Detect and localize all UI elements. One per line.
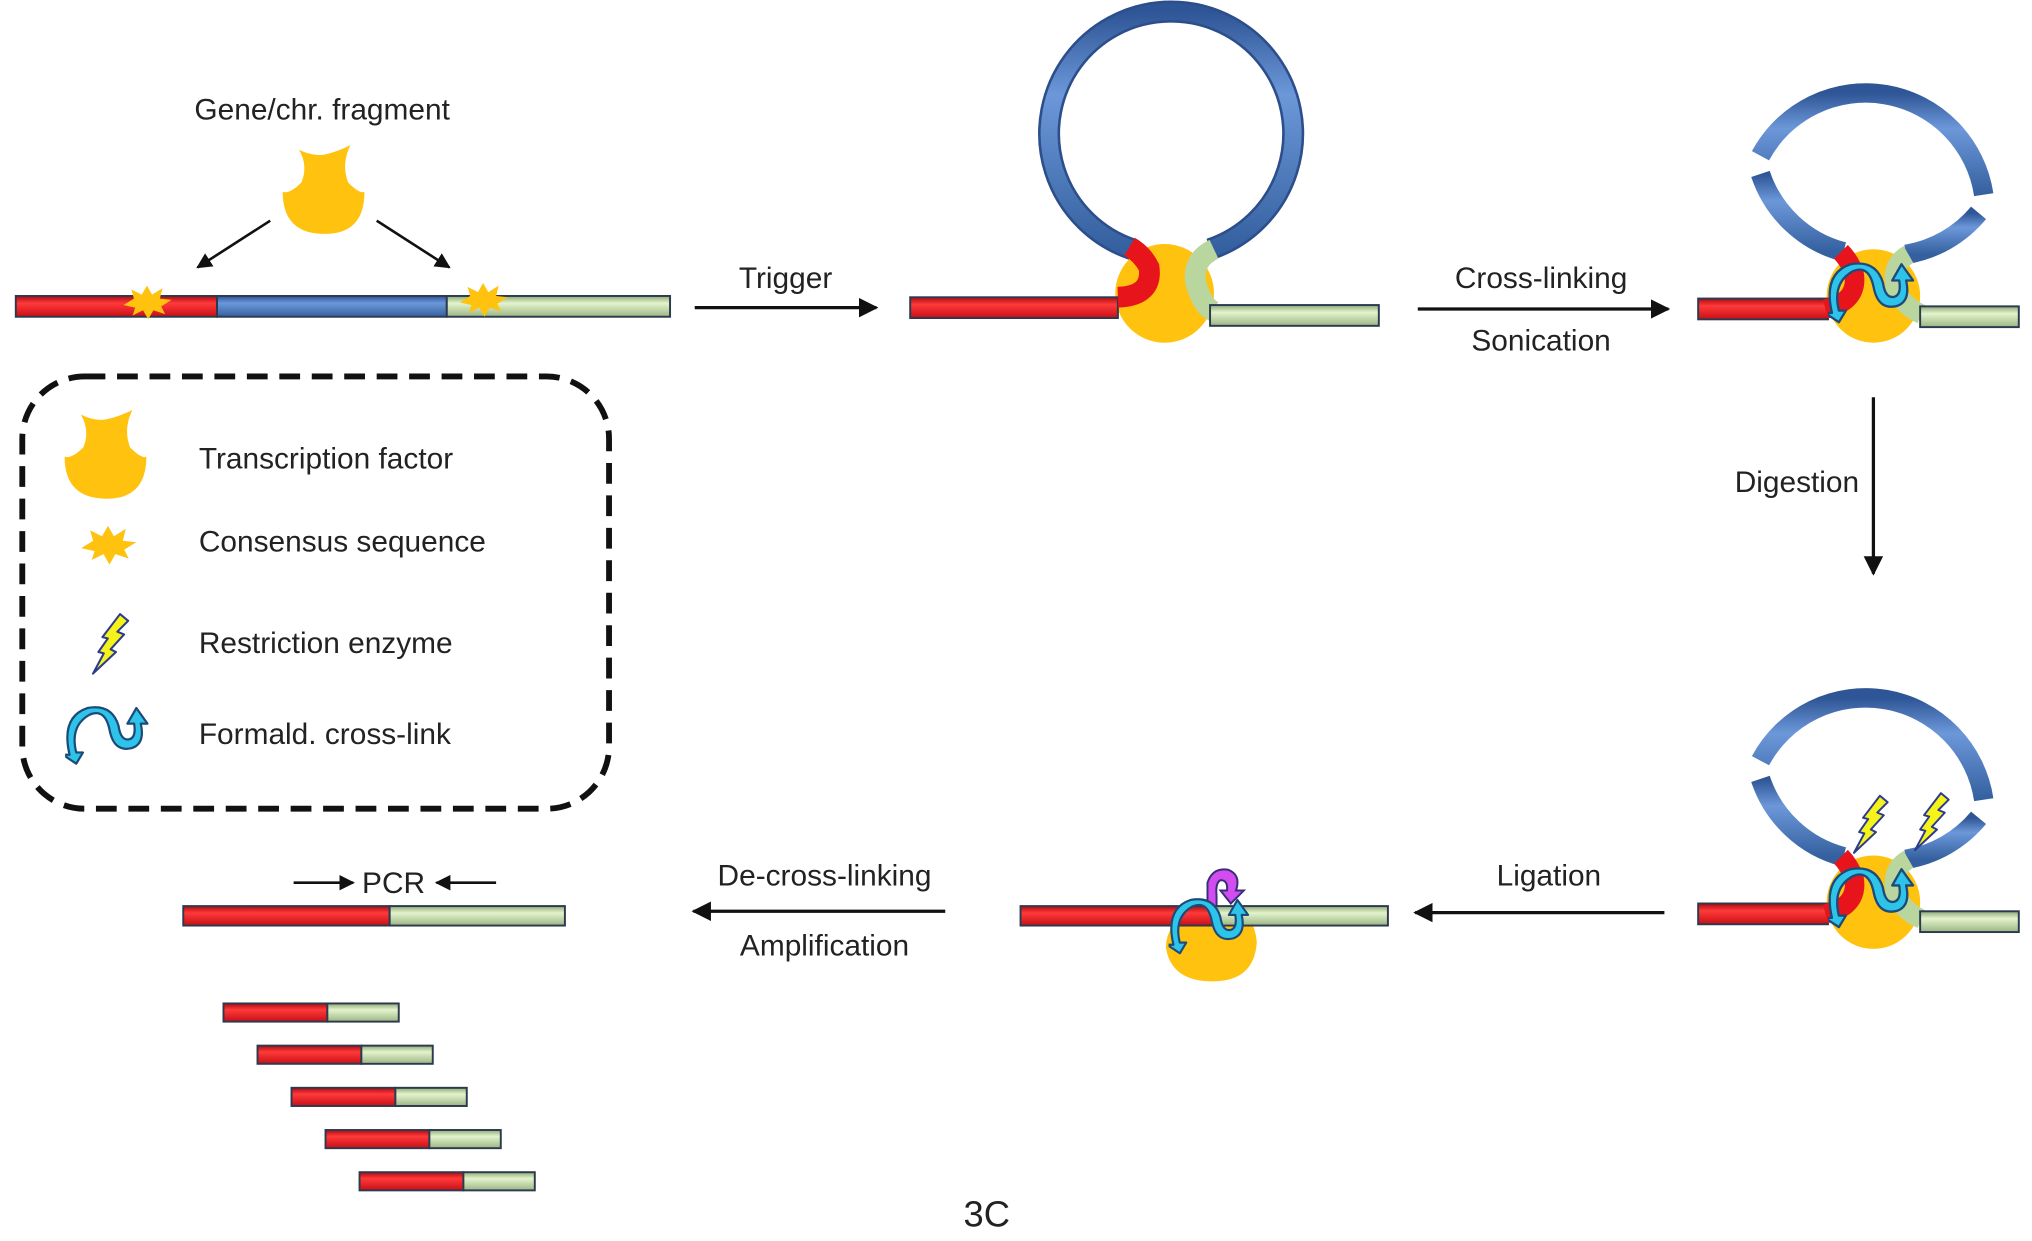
crosslinking-label: Cross-linking [1455,262,1627,295]
dna-segment-red [1697,297,1829,321]
legend-label: Consensus sequence [199,526,486,559]
legend: Transcription factor Consensus sequence … [19,373,612,812]
dna-segment-red [14,294,218,318]
dna-segment-red [1697,902,1829,926]
legend-label: Formald. cross-link [199,718,451,751]
dna-segment-green [1919,910,2020,934]
step-ligation: Ligation [1413,859,1665,923]
legend-border [19,373,612,812]
dna-loop-fragment [1904,206,1987,265]
amplicon [324,1129,502,1150]
amplicon-green [428,1129,502,1150]
legend-label: Restriction enzyme [199,627,453,660]
dna-loop-fragment [1751,775,1847,867]
ligated-product-green [388,905,566,927]
amplicon-red [358,1171,465,1192]
amplicon-green [394,1086,468,1107]
dna-loop-blue-fill [1040,3,1302,258]
ligated-product-red [182,905,391,927]
dna-bend-green [1884,245,1926,324]
fragment-label: Gene/chr. fragment [194,93,450,126]
crosslink-icon [65,706,149,765]
dna-bend-green [1884,850,1926,929]
amplicon-green [360,1044,434,1065]
dna-segment-green [1209,304,1380,327]
amplicon-red [324,1129,431,1150]
dna-loop-fragment [1904,811,1987,869]
sonication-label: Sonication [1471,324,1610,357]
amplification-label: Amplification [740,929,909,962]
amplicon [358,1171,536,1192]
ligation-junction-icon [1206,868,1247,908]
stage-pcr: PCR [182,867,566,1192]
binding-arrow-right [375,219,451,269]
amplicon [222,1002,400,1023]
step-trigger: Trigger [694,262,879,318]
stage-crosslinked [1697,83,2020,343]
amplicon-green [326,1002,400,1023]
transcription-factor-icon [282,145,365,234]
amplicon-red [256,1044,363,1065]
dna-bend-red [1822,849,1865,924]
amplicon [290,1086,468,1107]
restriction-enzyme-icon [91,612,130,675]
consensus-sequence-icon [81,525,137,565]
step-crosslinking-sonication: Cross-linking Sonication [1417,262,1671,357]
amplicon-red [222,1002,329,1023]
restriction-enzyme-icon [1852,794,1889,854]
transcription-factor-icon [64,409,147,499]
stage-ligated [1019,868,1389,982]
dna-bend-red [1117,237,1160,308]
stage-linear-fragment: Gene/chr. fragment [14,93,672,320]
legend-label: Transcription factor [199,443,453,476]
panel-label: 3C [964,1194,1010,1235]
step-digestion: Digestion [1735,397,1884,576]
digestion-label: Digestion [1735,466,1859,499]
step-decrosslinking-amplification: De-cross-linking Amplification [691,859,946,962]
dna-segment-green [1919,305,2020,329]
dna-segment-green [445,294,672,318]
dna-bend-red [1822,244,1865,319]
amplicon-list [222,1002,536,1192]
stage-digested [1697,688,2020,949]
dna-segment-blue [216,294,448,318]
dna-loop-fragment [1751,688,1994,802]
dna-bend-green [1184,239,1220,322]
stage-looped-chromatin [909,0,1380,343]
dna-segment-red [909,296,1119,320]
trigger-label: Trigger [739,262,832,295]
dna-loop-fragment [1751,170,1847,262]
amplicon [256,1044,434,1065]
amplicon-green [462,1171,536,1192]
binding-arrow-left [196,219,271,269]
decrosslinking-label: De-cross-linking [718,859,932,892]
pcr-label: PCR [362,867,425,900]
amplicon-red [290,1086,397,1107]
dna-loop-fragment [1751,83,1994,197]
ligation-label: Ligation [1497,859,1602,892]
